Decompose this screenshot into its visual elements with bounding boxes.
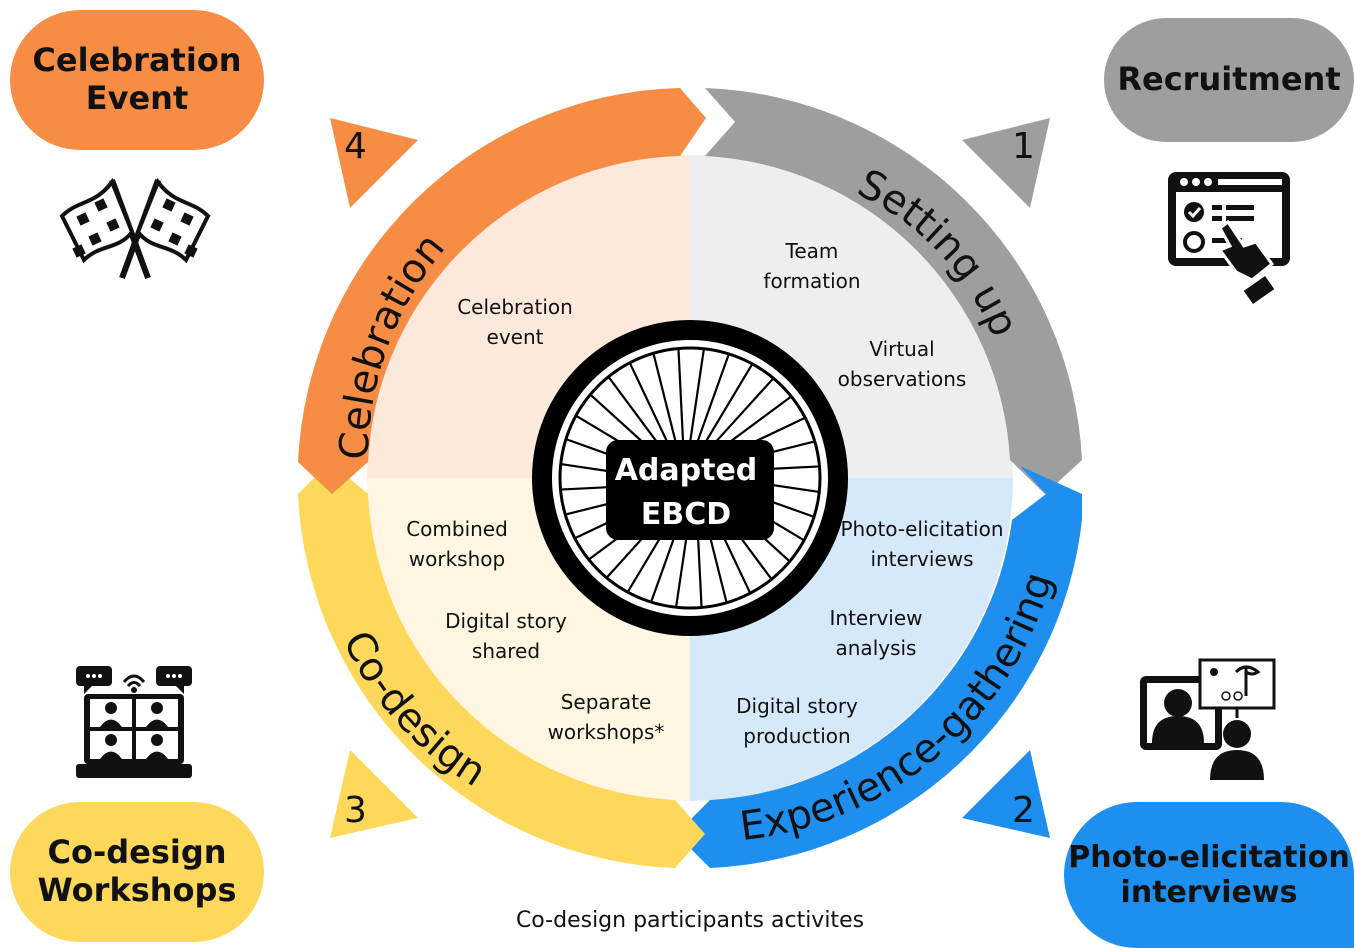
activity-line: production [743, 724, 851, 748]
activity-line: shared [471, 639, 541, 663]
celebration-event-pill: Celebration Event [10, 10, 264, 150]
activity-photo-elicitation-interviews: Photo-elicitation interviews [840, 514, 1003, 574]
step-triangle-4 [330, 118, 418, 208]
video-call-photo-icon [1140, 658, 1276, 780]
online-meeting-icon [76, 666, 192, 778]
activity-line: Celebration [457, 295, 573, 319]
step-triangle-2 [962, 750, 1050, 838]
activity-line: Interview [829, 606, 923, 630]
codesign-workshops-pill: Co-design Workshops [10, 802, 264, 942]
step-triangle-1 [962, 118, 1050, 208]
pill-label: Recruitment [1117, 60, 1341, 99]
activity-line: Separate [560, 690, 652, 714]
arc-arrow-experience [676, 466, 1082, 868]
center-title-line1: Adapted [615, 453, 758, 488]
activity-line: Photo-elicitation [840, 517, 1004, 541]
activity-interview-analysis: Interview analysis [830, 603, 923, 663]
activity-line: workshop [408, 547, 506, 571]
activity-team-formation: Team formation [763, 236, 860, 296]
activity-line: interviews [870, 547, 974, 571]
activity-line: Virtual [869, 337, 935, 361]
arc-arrow-celebration [298, 88, 706, 494]
pill-line2: Workshops [37, 871, 237, 909]
pill-line2: Event [85, 79, 189, 117]
activity-line: Team [785, 239, 839, 263]
activity-digital-story-production: Digital story production [736, 691, 858, 751]
wheel-icon [532, 320, 848, 636]
activity-virtual-observations: Virtual observations [838, 334, 967, 394]
activity-line: Digital story [736, 694, 858, 718]
survey-touch-icon [1168, 172, 1290, 305]
activity-line: workshops* [547, 720, 665, 744]
arc-arrow-codesign [298, 462, 705, 868]
photo-elicitation-pill: Photo-elicitation interviews [1064, 802, 1354, 948]
recruitment-pill: Recruitment [1104, 18, 1354, 142]
pill-line1: Co-design [47, 833, 227, 872]
checkered-flags-icon [59, 177, 211, 280]
activity-digital-story-shared: Digital story shared [445, 606, 567, 666]
activity-line: event [486, 325, 544, 349]
step-number-4: 4 [344, 126, 367, 167]
step-number-2: 2 [1012, 790, 1035, 831]
diagram-caption: Co-design participants activites [515, 908, 865, 933]
activity-line: observations [837, 367, 967, 391]
step-number-3: 3 [344, 790, 367, 831]
step-number-1: 1 [1012, 126, 1035, 167]
activity-celebration-event: Celebration event [457, 292, 573, 352]
activity-combined-workshop: Combined workshop [406, 514, 508, 574]
activity-line: formation [763, 269, 861, 293]
activity-line: Digital story [445, 609, 567, 633]
pill-line1: Photo-elicitation [1068, 839, 1350, 875]
pill-line1: Celebration [32, 41, 242, 80]
arc-arrow-setup [705, 88, 1082, 494]
activity-line: Combined [406, 517, 508, 541]
activity-separate-workshops: Separate workshops* [548, 687, 665, 747]
center-title-line2: EBCD [641, 497, 731, 532]
pill-line2: interviews [1120, 875, 1298, 910]
activity-line: analysis [835, 636, 917, 660]
step-triangle-3 [330, 750, 418, 838]
